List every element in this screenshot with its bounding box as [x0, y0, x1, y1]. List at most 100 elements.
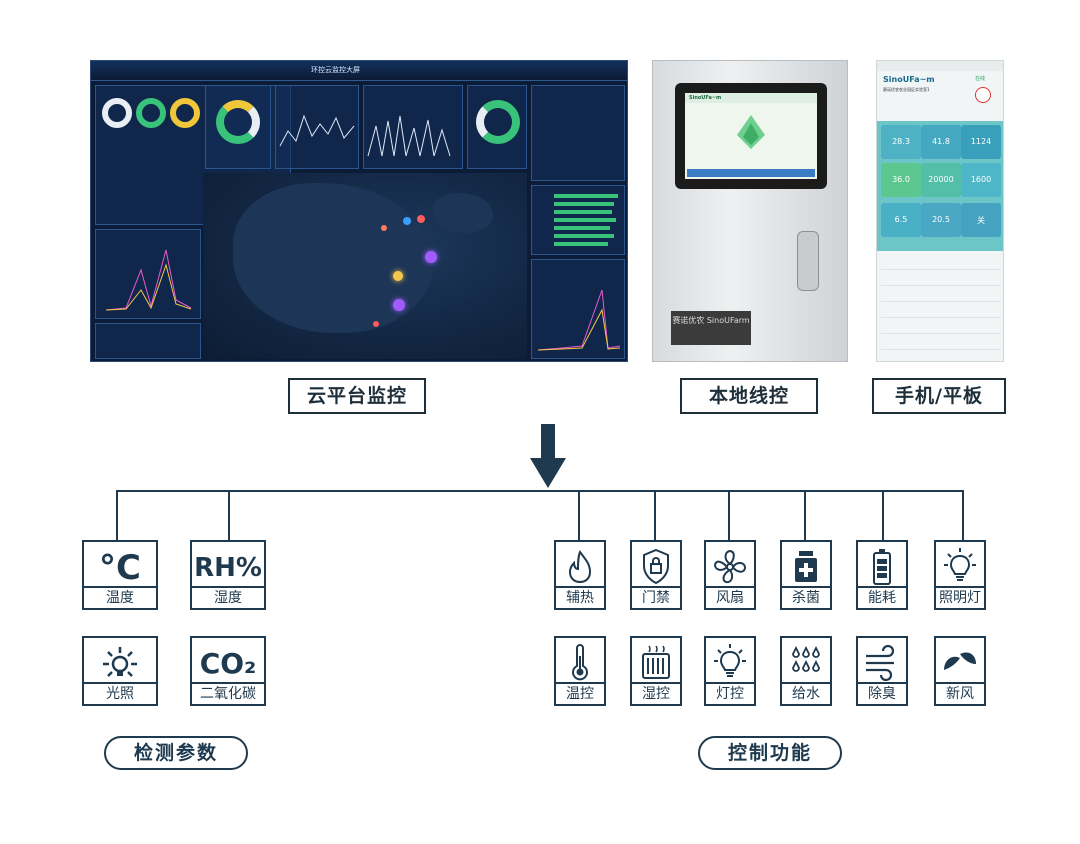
- trend-panel: [95, 229, 201, 319]
- alert-panel: [531, 85, 625, 181]
- control-fan: 风扇: [704, 540, 756, 610]
- sensor-tile[interactable]: 28.3: [881, 125, 921, 159]
- connector-drop: [654, 490, 656, 542]
- connector-drop: [804, 490, 806, 542]
- settings-row[interactable]: [881, 257, 1001, 270]
- flame-icon: [556, 546, 604, 588]
- control-water: 给水: [780, 636, 832, 706]
- param-label: 光照: [84, 682, 156, 704]
- cabinet-nameplate: 赛诺优农 SinoUFarm: [671, 311, 751, 345]
- control-label: 风扇: [706, 586, 754, 608]
- control-label: 新风: [936, 682, 984, 704]
- control-aux-heat: 辅热: [554, 540, 606, 610]
- control-label: 照明灯: [936, 586, 984, 608]
- door-handle: [797, 231, 819, 291]
- lock-shield-icon: [632, 546, 680, 588]
- control-humidity: 湿控: [630, 636, 682, 706]
- bulb-icon: [936, 546, 984, 588]
- sensor-tile[interactable]: 36.0: [881, 163, 921, 197]
- control-label: 门禁: [632, 586, 680, 608]
- source-label-local: 本地线控: [680, 378, 818, 414]
- map-marker: [425, 251, 437, 263]
- donut-chart: [102, 98, 132, 128]
- plant-graphic: [685, 93, 817, 177]
- map-marker: [373, 321, 379, 327]
- app-subtitle: 赛诺优农农业园区实验室1: [883, 87, 930, 92]
- control-label: 能耗: [858, 586, 906, 608]
- sensor-tile[interactable]: 41.8: [921, 125, 961, 159]
- param-label: 湿度: [192, 586, 264, 608]
- sensor-tile[interactable]: 20000: [921, 163, 961, 197]
- map-marker: [393, 299, 405, 311]
- wind-icon: [858, 642, 906, 684]
- power-button[interactable]: [975, 87, 991, 103]
- ring-panel: [467, 85, 527, 169]
- line-chart: [279, 114, 355, 147]
- co2-symbol: CO₂: [199, 647, 257, 680]
- dashboard-titlebar: 环控云监控大屏: [91, 61, 627, 81]
- trend-panel: [531, 259, 625, 359]
- down-arrow-icon: [530, 424, 566, 488]
- control-label: 除臭: [858, 682, 906, 704]
- param-label: 二氧化碳: [192, 682, 264, 704]
- settings-row[interactable]: [881, 305, 1001, 318]
- connector-drop: [882, 490, 884, 542]
- control-fresh-air: 新风: [934, 636, 986, 706]
- control-lighting: 照明灯: [934, 540, 986, 610]
- control-light: 灯控: [704, 636, 756, 706]
- donut-chart: [136, 98, 166, 128]
- settings-row[interactable]: [881, 337, 1001, 350]
- cloud-dashboard-screenshot: 环控云监控大屏: [90, 60, 628, 362]
- settings-row[interactable]: [881, 273, 1001, 286]
- light-icon: [84, 642, 156, 686]
- humidifier-icon: [632, 642, 680, 684]
- controls-title: 控制功能: [698, 736, 842, 770]
- control-label: 辅热: [556, 586, 604, 608]
- sensor-tile[interactable]: 6.5: [881, 203, 921, 237]
- connector-drop: [962, 490, 964, 542]
- monitoring-title: 检测参数: [104, 736, 248, 770]
- fan-icon: [706, 546, 754, 588]
- bar-chart-panel: [363, 85, 463, 169]
- app-brand: SinoUFa~m: [883, 75, 935, 84]
- app-header: [877, 61, 1003, 71]
- settings-row[interactable]: [881, 289, 1001, 302]
- mobile-app-screenshot: SinoUFa~m 赛诺优农农业园区实验室1 在线 28.3 41.8 1124…: [876, 60, 1004, 362]
- control-label: 给水: [782, 682, 830, 704]
- control-sterilize: 杀菌: [780, 540, 832, 610]
- touch-screen-display: [685, 93, 817, 179]
- map-view: [203, 173, 527, 359]
- water-drops-icon: [782, 642, 830, 684]
- donut-chart: [216, 100, 260, 144]
- map-marker: [417, 215, 425, 223]
- control-temperature: 温控: [554, 636, 606, 706]
- land-shape: [233, 183, 433, 333]
- region-bars-panel: [531, 185, 625, 255]
- control-energy: 能耗: [856, 540, 908, 610]
- bulb-icon: [706, 642, 754, 684]
- sensor-tile[interactable]: 1600: [961, 163, 1001, 197]
- connector-drop: [228, 490, 230, 540]
- battery-icon: [858, 546, 906, 588]
- donut-chart: [476, 100, 520, 144]
- land-shape: [433, 193, 493, 233]
- control-label: 灯控: [706, 682, 754, 704]
- control-label: 湿控: [632, 682, 680, 704]
- sensor-tile[interactable]: 1124: [961, 125, 1001, 159]
- control-deodorize: 除臭: [856, 636, 908, 706]
- map-marker: [403, 217, 411, 225]
- donut-chart: [170, 98, 200, 128]
- control-access: 门禁: [630, 540, 682, 610]
- settings-row[interactable]: [881, 321, 1001, 334]
- connector-drop: [578, 490, 580, 542]
- screen-brand: SinoUFa~m: [689, 95, 722, 101]
- trend-chart: [105, 249, 192, 311]
- map-marker: [393, 271, 403, 281]
- sensor-tile[interactable]: 20.5: [921, 203, 961, 237]
- dashboard-title: 环控云监控大屏: [311, 66, 360, 74]
- trend-chart: [537, 289, 621, 351]
- humidity-symbol: RH%: [194, 553, 262, 583]
- ring-panel: [205, 85, 271, 169]
- sensor-tile[interactable]: 关: [961, 203, 1001, 237]
- log-panel: [95, 323, 201, 359]
